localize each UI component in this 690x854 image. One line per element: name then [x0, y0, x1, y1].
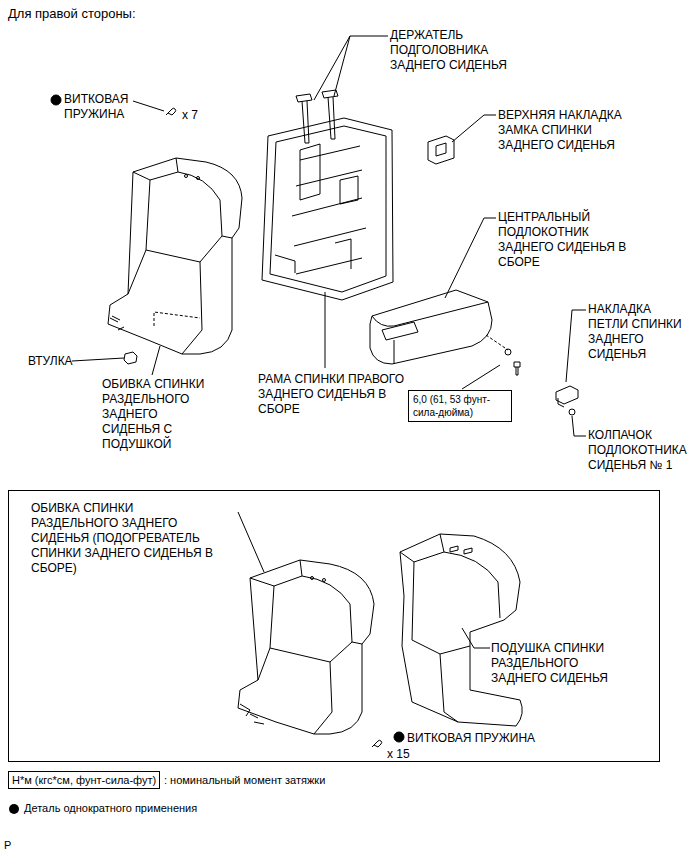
coil-spring-symbol	[166, 108, 176, 115]
one-time-dot	[9, 804, 19, 814]
torque-legend-box: Н*м (кгс*см, фунт-сила-фут)	[8, 771, 160, 789]
one-time-dot	[394, 732, 404, 742]
legend-text: Деталь однократного применения	[24, 801, 197, 816]
page-title: Для правой стороны:	[8, 6, 136, 21]
part-label: НАКЛАДКА ПЕТЛИ СПИНКИ ЗАДНЕГО СИДЕНЬЯ	[588, 302, 688, 362]
headrest-holder	[296, 90, 338, 143]
quantity-label: x 15	[387, 747, 410, 762]
part-label: ОБИВКА СПИНКИ РАЗДЕЛЬНОГО ЗАДНЕГО СИДЕНЬ…	[31, 501, 213, 576]
armrest	[370, 290, 492, 364]
part-label: ДЕРЖАТЕЛЬ ПОДГОЛОВНИКА ЗАДНЕГО СИДЕНЬЯ	[390, 28, 518, 73]
seatback-pad	[400, 534, 522, 726]
variant-frame: ОБИВКА СПИНКИ РАЗДЕЛЬНОГО ЗАДНЕГО СИДЕНЬ…	[8, 490, 660, 762]
part-label: ОБИВКА СПИНКИ РАЗДЕЛЬНОГО ЗАДНЕГО СИДЕНЬ…	[102, 377, 214, 452]
part-label: ПОДУШКА СПИНКИ РАЗДЕЛЬНОГО ЗАДНЕГО СИДЕН…	[491, 641, 631, 686]
bushing	[124, 352, 137, 364]
hinge-cover	[556, 386, 578, 407]
part-label: КОЛПАЧОК ПОДЛОКОТНИКА СИДЕНЬЯ № 1	[588, 428, 688, 473]
page-code: P	[4, 838, 11, 853]
quantity-label: x 7	[182, 108, 198, 123]
part-label: ВИТКОВАЯ ПРУЖИНА	[407, 731, 535, 746]
part-label: РАМА СПИНКИ ПРАВОГО ЗАДНЕГО СИДЕНЬЯ В СБ…	[258, 372, 406, 417]
box-text: Н*м (кгс*см, фунт-сила-фут)	[12, 773, 156, 787]
one-time-dot	[51, 95, 61, 105]
part-label: ВИТКОВАЯ ПРУЖИНА	[64, 92, 134, 122]
box-text: 6,0 (61, 53 фунт-сила-дюйма)	[413, 393, 507, 419]
lock-cover	[428, 136, 454, 164]
dashed-line	[486, 335, 508, 350]
part-label: ВЕРХНЯЯ НАКЛАДКА ЗАМКА СПИНКИ ЗАДНЕГО СИ…	[498, 108, 626, 153]
seatback-frame	[262, 118, 393, 300]
torque-spec-box: 6,0 (61, 53 фунт-сила-дюйма)	[408, 390, 512, 422]
coil-spring-symbol	[372, 740, 382, 747]
bolt	[514, 362, 520, 375]
washer	[505, 349, 511, 355]
part-label: ЦЕНТРАЛЬНЫЙ ПОДЛОКОТНИК ЗАДНЕГО СИДЕНЬЯ …	[498, 210, 638, 270]
seatback-cover	[108, 158, 242, 354]
part-label: : номинальный момент затяжки	[164, 773, 325, 788]
heater-cover	[238, 560, 374, 734]
armrest-cap	[569, 409, 575, 415]
part-label: ВТУЛКА	[28, 354, 73, 369]
